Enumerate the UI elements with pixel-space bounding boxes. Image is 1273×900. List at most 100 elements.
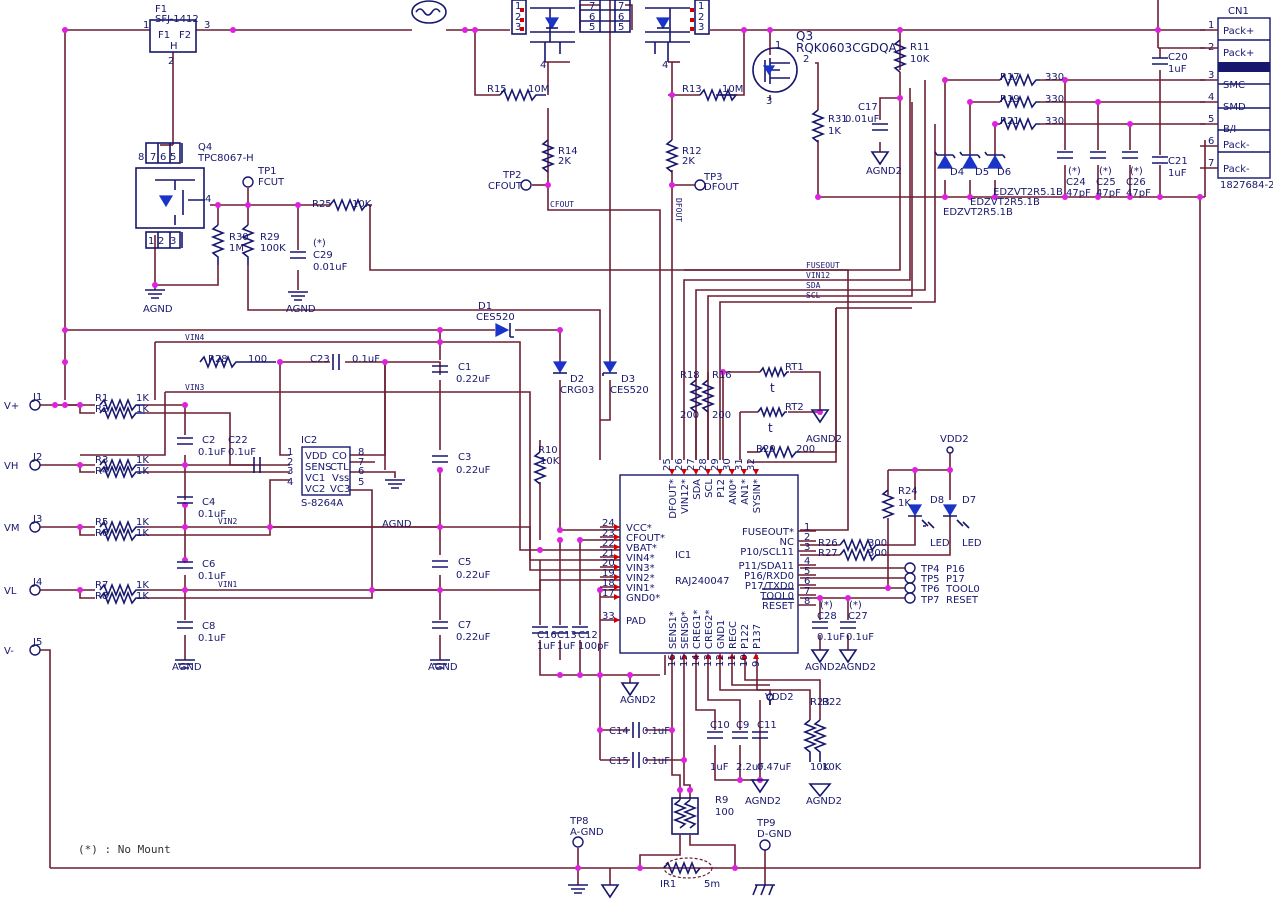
ic1-pin28-arrow (705, 469, 711, 475)
r25-ref: R25 (312, 199, 332, 210)
ic2-pin8: 8 (358, 447, 364, 458)
tp2-ref: TP2 (502, 170, 522, 181)
c3-ref: C3 (458, 452, 471, 463)
c7-val: 0.22uF (456, 632, 491, 643)
d5-part: EDZVT2R5.1B (970, 197, 1040, 208)
ir1-val: 5m (704, 879, 720, 890)
ic1-pin10-name: P122 (740, 624, 751, 649)
c25-nm: (*) (1099, 166, 1112, 177)
c9-ref: C9 (736, 720, 749, 731)
ic1-pin17-num: 17 (602, 588, 615, 599)
q4-pin8: 8 (138, 152, 144, 163)
q2-pin6b: 6 (618, 12, 624, 23)
j3-jack (29, 521, 41, 533)
q2b-pin4: 4 (662, 60, 668, 71)
c28-nm: (*) (820, 600, 833, 611)
ground-symbols (145, 151, 954, 899)
r13-val: 10M (722, 84, 743, 95)
f1-pin3: 3 (204, 20, 210, 31)
r13-ref: R13 (682, 84, 702, 95)
r9-ref: R9 (715, 795, 728, 806)
ic1-pin27-num: 27 (686, 458, 697, 471)
r27-ref: R27 (818, 548, 838, 559)
r7-ref: R7 (95, 580, 108, 591)
r20-body (759, 444, 800, 460)
r26-ref: R26 (818, 538, 838, 549)
rt1-body (759, 365, 789, 379)
ic1-pin9-name: P137 (752, 624, 763, 649)
c7-body (432, 621, 448, 629)
r19-val: 330 (1045, 94, 1064, 105)
r7-body (99, 582, 145, 598)
ic2-vc1: VC1 (305, 473, 325, 484)
c27-val: 0.1uF (846, 632, 874, 643)
tp1-ref: TP1 (257, 166, 277, 177)
r4-body (99, 464, 145, 480)
c12-val: 100pF (578, 641, 609, 652)
ic1-pin15-arrow (681, 653, 687, 659)
tp1-net: FCUT (258, 177, 285, 188)
c20-ref: C20 (1168, 52, 1188, 63)
r24-ref: R24 (898, 486, 918, 497)
ic1-pin17-name: GND0* (626, 593, 660, 604)
ic1-pin7-num: 7 (804, 586, 810, 597)
j4-net: VL (4, 586, 17, 597)
cn1-ref: CN1 (1228, 6, 1249, 17)
agnd-c29 (288, 291, 308, 301)
ic1-pin20-name: VIN3* (626, 563, 655, 574)
q2b-pin1: 1 (698, 1, 704, 12)
j5-jack (29, 644, 41, 656)
component-labels: R15 10M R13 10M R14 2K R12 2K R11 10K R3… (95, 42, 1188, 890)
ic1-pin28-num: 28 (698, 458, 709, 471)
ic1-pin3-name: P10/SCL11 (740, 547, 794, 558)
ic1-pin33-arrow (614, 617, 620, 623)
ic1-pin17-arrow (614, 594, 620, 600)
c6-body (177, 561, 193, 569)
agnd-c8 (175, 659, 195, 669)
r1-val: 1K (136, 393, 149, 404)
ic2-s8264a: IC2 S-8264A VDD CO SENS CTL VC1 Vss VC2 … (287, 435, 364, 509)
ic1-pin27-arrow (693, 469, 699, 475)
f1-p2: F2 (179, 30, 191, 41)
ic1-pin23-name: CFOUT* (626, 533, 665, 544)
ic1-pin1-name: FUSEOUT* (742, 527, 794, 538)
c6-ref: C6 (202, 559, 215, 570)
ic1-pin29-num: 29 (710, 458, 721, 471)
r11-ref: R11 (910, 42, 930, 53)
c20-body (1152, 57, 1168, 65)
r10-ref: R10 (538, 445, 558, 456)
q1-pin3: 3 (515, 22, 521, 33)
f1-ref: F1 (155, 4, 167, 15)
thermal-fuse-symbol (411, 0, 447, 24)
ic1-pin19-num: 19 (602, 568, 615, 579)
tp7-ref: TP7 (920, 595, 940, 606)
ic1-pin5-num: 5 (804, 566, 810, 577)
ic1-pin29-arrow (717, 469, 723, 475)
c29-body (290, 251, 306, 259)
r14-ref: R14 (558, 146, 578, 157)
r2-body (99, 405, 145, 421)
c2-val: 0.1uF (198, 447, 226, 458)
r3-val: 1K (136, 455, 149, 466)
c10-ref: C10 (710, 720, 730, 731)
r12-val: 2K (682, 156, 695, 167)
c23-ref: C23 (310, 354, 330, 365)
c13-val: 1uF (557, 641, 576, 652)
c10-body (707, 731, 723, 739)
f1-pin2: 2 (168, 56, 174, 67)
d2-body (552, 361, 568, 374)
c6-val: 0.1uF (198, 571, 226, 582)
agnd-ic2 (385, 479, 405, 489)
r27-val: 300 (868, 548, 887, 559)
c12-ref: C12 (578, 630, 598, 641)
ic1-pin13-arrow (705, 653, 711, 659)
c21-ref: C21 (1168, 156, 1188, 167)
r12-body (664, 139, 680, 173)
ic1-pin11-num: 11 (727, 654, 738, 667)
d7-part: LED (962, 538, 982, 549)
r17-val: 330 (1045, 72, 1064, 83)
cn1-part: 1827684-2 (1220, 180, 1273, 191)
ic1-pin31-num: 31 (734, 458, 745, 471)
c22-body (253, 457, 261, 473)
cn1-pin5-name: B/I (1223, 124, 1236, 135)
